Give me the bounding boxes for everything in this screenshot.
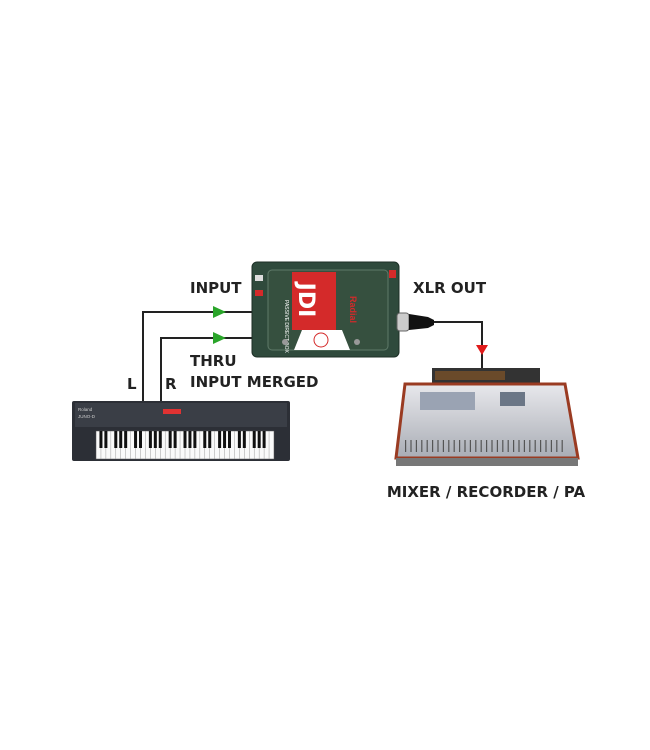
black-key	[237, 431, 241, 448]
keyboard-model-logo: JUNO-D	[78, 414, 96, 419]
fader	[442, 440, 444, 452]
output-arrow-icon	[476, 345, 488, 355]
keyboard: Roland JUNO-D	[72, 401, 290, 461]
black-key	[193, 431, 197, 448]
black-key	[257, 431, 261, 448]
black-key	[208, 431, 212, 448]
fader	[405, 440, 407, 452]
black-key	[168, 431, 172, 448]
black-key	[148, 431, 152, 448]
mixer-console	[394, 368, 580, 466]
fader	[448, 440, 450, 452]
thru-arrow-icon	[213, 332, 226, 344]
crosshair-icon	[313, 332, 329, 348]
black-key	[252, 431, 256, 448]
fader	[561, 440, 563, 452]
black-key	[203, 431, 207, 448]
di-brand-logo: Radial	[348, 296, 358, 323]
fader	[459, 440, 461, 452]
fader	[550, 440, 552, 452]
fader	[415, 440, 417, 452]
keyboard-brand-logo: Roland	[78, 407, 93, 412]
fader	[529, 440, 531, 452]
black-key	[223, 431, 227, 448]
black-key	[183, 431, 187, 448]
fader	[507, 440, 509, 452]
cable-right	[160, 337, 254, 405]
fader	[496, 440, 498, 452]
input-arrow-icon	[213, 306, 226, 318]
input-merged-label: INPUT MERGED	[190, 373, 319, 391]
fader	[453, 440, 455, 452]
fader	[491, 440, 493, 452]
black-key	[139, 431, 142, 448]
right-channel-label: R	[165, 375, 177, 393]
fader	[486, 440, 488, 452]
fader	[475, 440, 477, 452]
fader	[545, 440, 547, 452]
fader	[410, 440, 412, 452]
fader	[480, 440, 482, 452]
black-key	[99, 431, 103, 448]
xlr-connector	[396, 312, 434, 332]
black-key	[119, 431, 123, 448]
fader	[426, 440, 428, 452]
fader	[502, 440, 504, 452]
black-key	[153, 431, 157, 448]
fader	[421, 440, 423, 452]
black-key	[242, 431, 246, 448]
black-key	[188, 431, 192, 448]
destination-label: MIXER / RECORDER / PA	[387, 483, 586, 501]
fader	[469, 440, 471, 452]
fader	[556, 440, 558, 452]
fader	[437, 440, 439, 452]
black-key	[104, 431, 108, 448]
fader	[464, 440, 466, 452]
fader	[513, 440, 515, 452]
xlr-out-label: XLR OUT	[413, 279, 487, 297]
di-subtitle: PASSIVE DIRECT BOX	[283, 300, 289, 354]
input-label: INPUT	[190, 279, 242, 297]
black-key	[114, 431, 118, 448]
black-key	[262, 431, 266, 448]
fader	[534, 440, 536, 452]
di-model-logo: JDI	[293, 281, 318, 318]
black-key	[134, 431, 138, 448]
black-key	[228, 431, 231, 448]
thru-label: THRU	[190, 352, 237, 370]
fader	[518, 440, 520, 452]
black-key	[173, 431, 177, 448]
fader	[432, 440, 434, 452]
fader	[523, 440, 525, 452]
black-key	[124, 431, 128, 448]
black-key	[158, 431, 162, 448]
left-channel-label: L	[127, 375, 137, 393]
fader	[540, 440, 542, 452]
black-key	[218, 431, 222, 448]
di-box: JDI PASSIVE DIRECT BOX Radial	[251, 261, 400, 358]
cable-xlr-out	[432, 321, 483, 370]
